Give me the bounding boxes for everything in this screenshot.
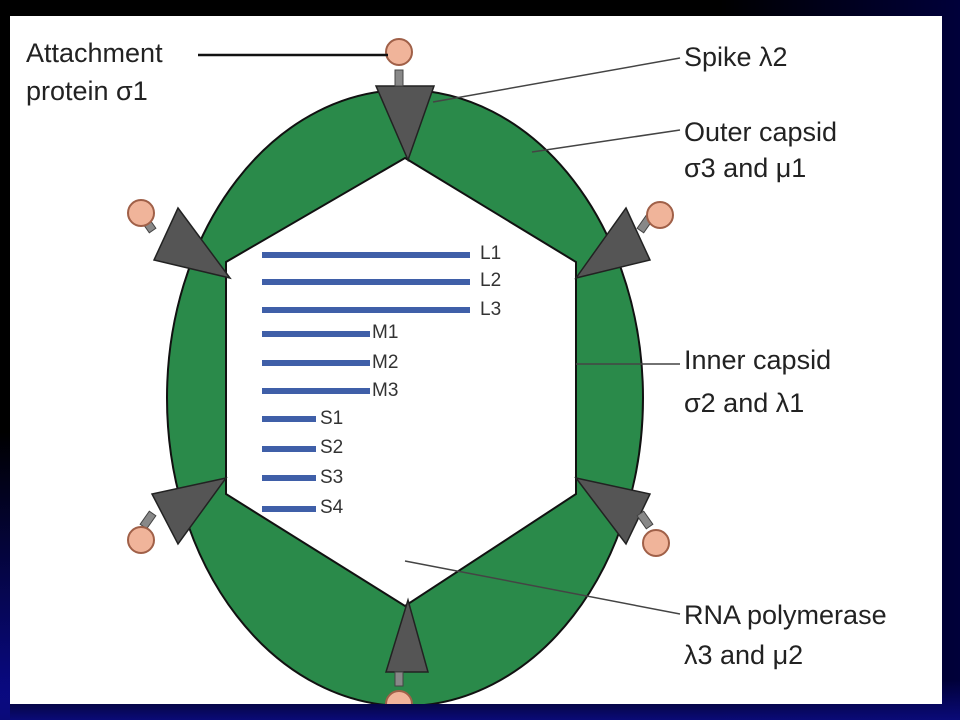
label-spike: Spike λ2 xyxy=(684,42,788,72)
spike-top xyxy=(374,38,436,163)
spike-bottom xyxy=(384,597,429,704)
segment-label-m2: M2 xyxy=(372,352,399,373)
segment-bar-m3 xyxy=(262,388,370,394)
spike-upper-left xyxy=(127,199,232,280)
segment-label-l3: L3 xyxy=(480,299,502,320)
slide-left-edge xyxy=(0,0,10,720)
leader-outer-capsid xyxy=(531,129,681,153)
label-attachment-line2: protein σ1 xyxy=(26,76,148,106)
diagram-panel: Attachment protein σ1 Spike λ2 Outer cap… xyxy=(10,16,942,704)
reovirus-diagram xyxy=(127,38,681,704)
leader-polymerase xyxy=(404,560,681,615)
segment-label-l2: L2 xyxy=(480,270,502,291)
segment-label-s3: S3 xyxy=(320,467,344,488)
segment-bar-l2 xyxy=(262,279,470,285)
attachment-knob-bottom xyxy=(385,690,413,704)
attachment-knob-upper-left xyxy=(127,199,155,227)
segment-bar-l1 xyxy=(262,252,470,258)
spike-lower-left xyxy=(127,476,228,554)
label-outer-capsid-line2: σ3 and μ1 xyxy=(684,153,807,183)
segment-bar-s2 xyxy=(262,446,316,452)
spike-lower-right xyxy=(574,476,670,557)
segment-bar-l3 xyxy=(262,307,470,313)
label-outer-capsid-line1: Outer capsid xyxy=(684,117,838,147)
inner-core-hexagon xyxy=(225,156,577,608)
attachment-knob-upper-right xyxy=(646,201,674,229)
rna-segments xyxy=(262,252,470,512)
label-inner-capsid-line1: Inner capsid xyxy=(684,345,832,375)
segment-bar-s4 xyxy=(262,506,316,512)
segment-label-m1: M1 xyxy=(372,322,399,343)
segment-label-s1: S1 xyxy=(320,408,344,429)
leader-spike xyxy=(432,57,681,103)
attachment-knob-lower-right xyxy=(642,529,670,557)
attachment-knob-lower-left xyxy=(127,526,155,554)
segment-bar-m1 xyxy=(262,331,370,337)
label-polymerase-line2: λ3 and μ2 xyxy=(684,640,804,670)
segment-bar-s3 xyxy=(262,475,316,481)
segment-label-l1: L1 xyxy=(480,243,502,264)
segment-label-s4: S4 xyxy=(320,497,344,518)
spike-upper-right xyxy=(574,201,674,280)
segment-bar-s1 xyxy=(262,416,316,422)
label-polymerase-line1: RNA polymerase xyxy=(684,600,887,630)
label-attachment-line1: Attachment xyxy=(26,38,163,68)
segment-bar-m2 xyxy=(262,360,370,366)
segment-label-m3: M3 xyxy=(372,380,399,401)
label-inner-capsid-line2: σ2 and λ1 xyxy=(684,388,805,418)
attachment-knob-top xyxy=(385,38,413,66)
segment-label-s2: S2 xyxy=(320,437,344,458)
